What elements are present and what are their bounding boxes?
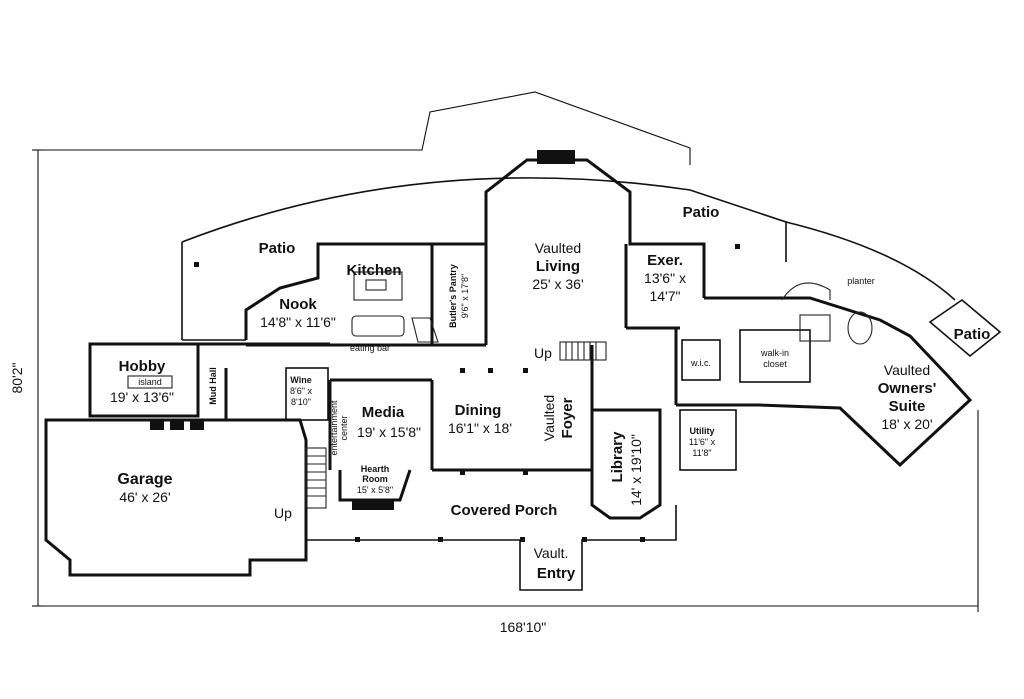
living-size: 25' x 36'	[532, 276, 583, 292]
exercise-label: Exer.	[647, 252, 683, 269]
stair-garage	[305, 447, 327, 509]
garage-cabinet	[170, 420, 184, 430]
owners-suite-size: 18' x 20'	[881, 416, 932, 432]
hobby-island-label: island	[138, 377, 162, 387]
planter-curve	[781, 282, 831, 301]
media-label: Media	[362, 404, 405, 421]
walls	[44, 150, 973, 591]
wine-size-2: 8'10"	[291, 397, 311, 407]
exercise-size-2: 14'7"	[649, 288, 680, 304]
dimension-frame	[32, 91, 979, 612]
garage-cabinet	[190, 420, 204, 430]
wine-size-1: 8'6" x	[290, 386, 312, 396]
exercise-size-1: 13'6" x	[644, 270, 686, 286]
owners-suite-label-2: Suite	[889, 398, 926, 415]
nook-label: Nook	[279, 296, 317, 313]
owners-suite-label-1: Owners'	[878, 380, 937, 397]
butlers-pantry-size: 9'6" x 17'8"	[460, 274, 470, 318]
library-label: Library	[609, 431, 626, 483]
butlers-pantry-label: Butler's Pantry	[448, 264, 458, 328]
foyer-prefix: Vaulted	[541, 395, 557, 441]
stair-foyer-label: Up	[534, 345, 552, 361]
library-size: 14' x 19'10"	[628, 434, 644, 506]
garage-cabinet	[150, 420, 164, 430]
stair-garage-label: Up	[274, 505, 292, 521]
wine-label: Wine	[290, 375, 311, 385]
fixtures	[127, 271, 873, 430]
hearth-room-label-2: Room	[362, 474, 388, 484]
planter-label: planter	[847, 276, 875, 286]
media-size: 19' x 15'8"	[357, 424, 421, 440]
garage-label: Garage	[117, 471, 172, 488]
mud-hall-label: Mud Hall	[208, 367, 218, 405]
utility-size-1: 11'6" x	[689, 437, 716, 447]
living-label: Living	[536, 258, 580, 275]
bathtub-icon	[799, 314, 831, 342]
hobby-size: 19' x 13'6"	[110, 389, 174, 405]
living-prefix: Vaulted	[535, 240, 581, 256]
utility-size-2: 11'8"	[692, 448, 711, 458]
hearth-room-label-1: Hearth	[361, 464, 390, 474]
patio-right-label: Patio	[954, 326, 991, 343]
entertainment-label-1: entertainment	[329, 400, 339, 456]
owners-suite-prefix: Vaulted	[884, 362, 930, 378]
patio-top-label: Patio	[683, 204, 720, 221]
foyer-label: Foyer	[559, 397, 576, 438]
stair-foyer	[559, 341, 607, 361]
kitchen-island	[353, 271, 403, 301]
columns	[194, 244, 740, 542]
overall-depth: 80'2"	[9, 362, 25, 393]
walk-in-closet-label-1: walk-in	[760, 348, 789, 358]
entry-label: Entry	[537, 565, 576, 582]
tub-oval-icon	[847, 311, 873, 345]
hearth-room-size: 15' x 5'8"	[357, 485, 393, 495]
overall-width: 168'10"	[500, 619, 547, 635]
patio-left-label: Patio	[259, 240, 296, 257]
patio-outlines	[181, 177, 1002, 358]
dining-label: Dining	[455, 402, 502, 419]
entry-prefix: Vault.	[534, 545, 569, 561]
entertainment-label-2: center	[339, 415, 349, 440]
cooktop-icon	[365, 279, 387, 291]
hobby-label: Hobby	[119, 358, 166, 375]
dining-size: 16'1" x 18'	[448, 420, 512, 436]
eating-bar-label: eating bar	[350, 343, 390, 353]
kitchen-label: Kitchen	[346, 262, 401, 279]
garage-size: 46' x 26'	[119, 489, 170, 505]
hobby-island	[127, 375, 173, 389]
wic-label: w.i.c.	[690, 358, 711, 368]
utility-label: Utility	[689, 426, 714, 436]
covered-porch-label: Covered Porch	[451, 502, 558, 519]
sink-icon	[411, 317, 439, 343]
nook-size: 14'8" x 11'6"	[260, 314, 336, 330]
walk-in-closet-label-2: closet	[763, 359, 787, 369]
eating-bar-counter	[351, 315, 405, 337]
